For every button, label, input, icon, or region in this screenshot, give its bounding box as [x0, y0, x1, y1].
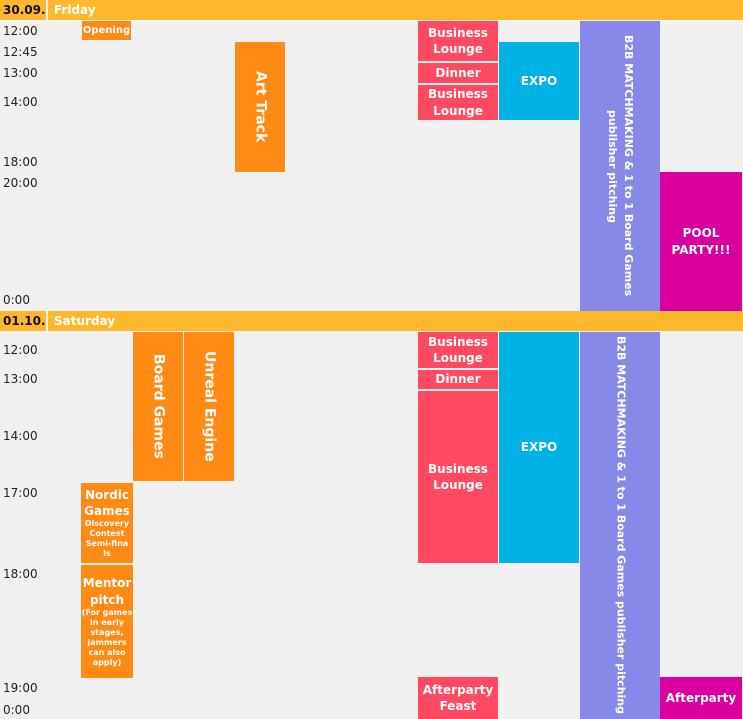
event-label: Afterparty Feast	[422, 682, 494, 713]
event-label: Nordic Games	[84, 487, 130, 518]
event-label: EXPO	[520, 73, 558, 88]
event-label: EXPO	[520, 440, 558, 455]
time-label: 13:00	[3, 372, 38, 386]
event-mentor-pitch[interactable]: Mentor pitch (For games in early stages,…	[81, 565, 133, 678]
event-label: B2B MATCHMAKING & 1 to 1 Board Games pub…	[614, 336, 628, 715]
event-sublabel: Discovery Contest Semi-fina ls	[84, 519, 130, 559]
event-nordic-games[interactable]: Nordic Games Discovery Contest Semi-fina…	[81, 483, 133, 563]
time-label: 18:00	[3, 567, 38, 581]
time-label: 12:00	[3, 343, 38, 357]
time-label: 17:00	[3, 486, 38, 500]
time-label: 0:00	[3, 293, 30, 307]
event-afterparty[interactable]: Afterparty	[660, 677, 742, 719]
day-name: Friday	[54, 3, 96, 17]
time-label: 12:00	[3, 24, 38, 38]
time-label: 20:00	[3, 176, 38, 190]
event-expo[interactable]: EXPO	[499, 332, 579, 563]
event-unreal-engine[interactable]: Unreal Engine	[184, 332, 234, 481]
day-name: Saturday	[54, 314, 116, 328]
time-label: 0:00	[3, 703, 30, 717]
event-label: Board Games	[150, 354, 167, 459]
time-label: 14:00	[3, 429, 38, 443]
time-label: 13:00	[3, 66, 38, 80]
time-label: 14:00	[3, 95, 38, 109]
day-header-saturday: 01.10. Saturday	[0, 311, 743, 331]
event-business-lounge[interactable]: Business Lounge	[418, 21, 498, 61]
event-business-lounge[interactable]: Business Lounge	[418, 391, 498, 563]
event-sublabel: (For games in early stages, jammers can …	[81, 607, 133, 667]
event-label: Dinner	[435, 65, 481, 80]
day-header-friday: 30.09. Friday	[0, 0, 743, 20]
time-label: 12:45	[3, 45, 38, 59]
event-board-games[interactable]: Board Games	[133, 332, 183, 481]
day-date: 01.10.	[0, 311, 48, 331]
time-label: 19:00	[3, 681, 38, 695]
event-label: Mentor pitch	[82, 576, 132, 607]
event-label: Afterparty	[665, 690, 737, 705]
event-label: POOL PARTY!!!	[671, 226, 731, 257]
event-business-lounge[interactable]: Business Lounge	[418, 85, 498, 120]
event-opening[interactable]: Opening	[82, 21, 131, 40]
event-b2b-matchmaking[interactable]: B2B MATCHMAKING & 1 to 1 Board Games pub…	[580, 21, 660, 311]
day-date: 30.09.	[0, 0, 48, 20]
event-art-track[interactable]: Art Track	[235, 42, 285, 172]
event-business-lounge[interactable]: Business Lounge	[418, 332, 498, 368]
time-label: 18:00	[3, 155, 38, 169]
event-dinner[interactable]: Dinner	[418, 370, 498, 389]
event-label: Business Lounge	[428, 87, 488, 118]
event-pool-party[interactable]: POOL PARTY!!!	[660, 172, 742, 311]
event-dinner[interactable]: Dinner	[418, 63, 498, 83]
event-label: B2B MATCHMAKING & 1 to 1 Board Games pub…	[606, 35, 635, 297]
event-label: Business Lounge	[428, 25, 488, 56]
event-label: Unreal Engine	[201, 351, 218, 462]
event-label: Dinner	[435, 372, 481, 387]
event-expo[interactable]: EXPO	[499, 42, 579, 120]
event-label: Business Lounge	[428, 461, 488, 492]
event-b2b-matchmaking[interactable]: B2B MATCHMAKING & 1 to 1 Board Games pub…	[580, 332, 660, 719]
event-label: Art Track	[252, 71, 269, 143]
event-label: Business Lounge	[428, 334, 488, 365]
event-afterparty-feast[interactable]: Afterparty Feast	[418, 677, 498, 719]
event-label: Opening	[82, 24, 131, 36]
